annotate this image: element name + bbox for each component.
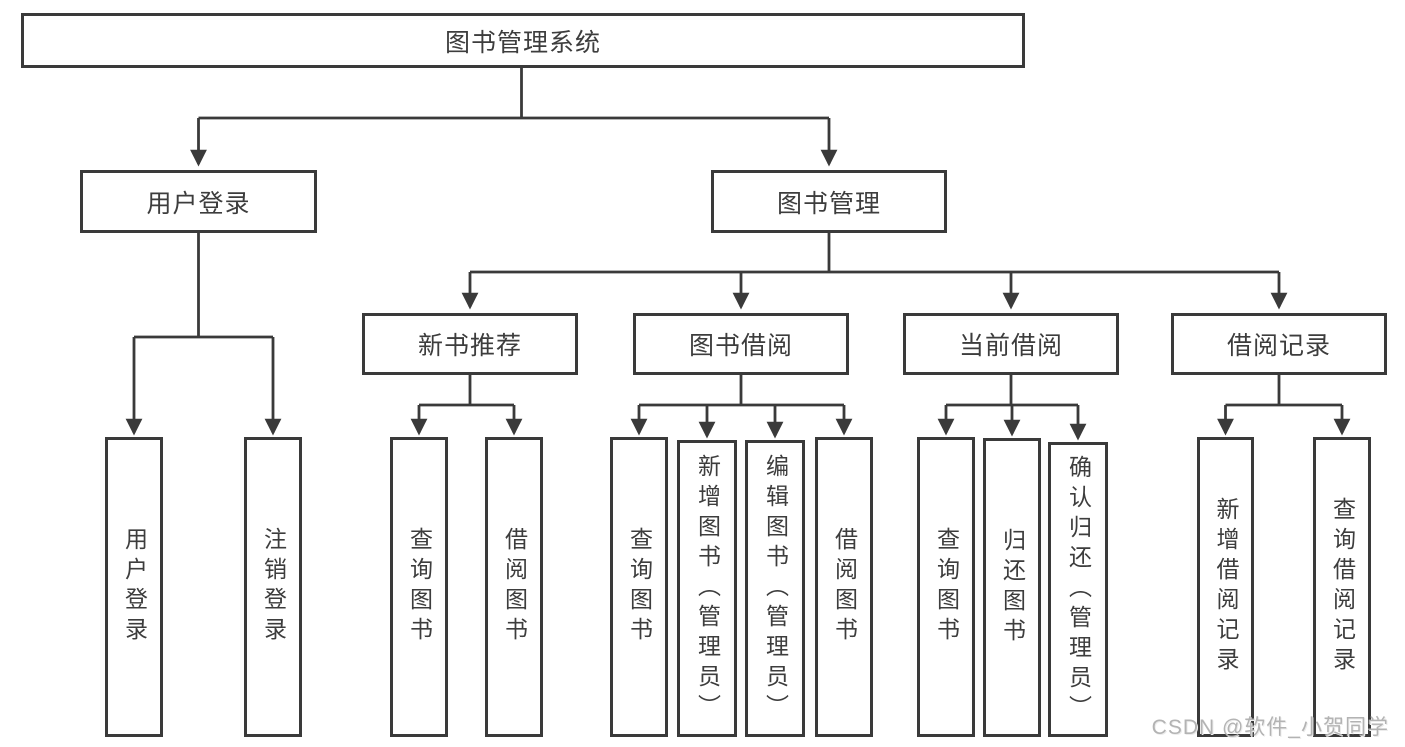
leaf-label: 编辑图书（管理员） — [762, 453, 789, 724]
node-label: 当前借阅 — [958, 332, 1063, 360]
leaf-label: 借阅图书 — [831, 527, 858, 647]
leaf-label: 新增借阅记录 — [1213, 497, 1239, 677]
connector-path — [134, 68, 1342, 407]
leaf-label: 查询图书 — [406, 527, 433, 647]
leaf-label: 注销登录 — [260, 527, 287, 647]
leaf-recommend-query-books: 查询图书 — [390, 437, 448, 737]
leaf-current-confirm-return-admin: 确认归还（管理员） — [1048, 442, 1108, 737]
node-book-borrowing: 图书借阅 — [633, 313, 849, 375]
leaf-borrowing-query-books: 查询图书 — [610, 437, 668, 737]
leaf-user-login: 用户登录 — [105, 437, 163, 737]
leaf-label: 归还图书 — [999, 527, 1026, 648]
leaf-label: 新增图书（管理员） — [694, 453, 721, 724]
leaf-borrowing-add-books-admin: 新增图书（管理员） — [677, 440, 737, 737]
csdn-watermark: CSDN @软件_小贺同学 — [1151, 716, 1389, 739]
node-label: 借阅记录 — [1226, 332, 1331, 360]
node-library-management-system: 图书管理系统 — [21, 13, 1025, 68]
leaf-current-return-books: 归还图书 — [983, 438, 1041, 737]
leaf-label: 查询图书 — [626, 527, 653, 647]
node-label: 图书管理系统 — [444, 28, 601, 57]
node-borrowing-records: 借阅记录 — [1171, 313, 1387, 375]
leaf-records-add-borrow-record: 新增借阅记录 — [1197, 437, 1254, 737]
leaf-recommend-borrow-books: 借阅图书 — [485, 437, 543, 737]
leaf-label: 查询借阅记录 — [1329, 497, 1356, 677]
node-current-borrowing: 当前借阅 — [903, 313, 1119, 375]
leaf-records-query-borrow-record: 查询借阅记录 — [1313, 437, 1371, 737]
node-book-management: 图书管理 — [711, 170, 947, 233]
leaf-borrowing-edit-books-admin: 编辑图书（管理员） — [745, 440, 805, 737]
node-new-book-recommend: 新书推荐 — [362, 313, 578, 375]
leaf-label: 确认归还（管理员） — [1065, 454, 1092, 725]
leaf-label: 查询图书 — [933, 527, 960, 647]
node-label: 图书借阅 — [688, 332, 793, 360]
leaf-current-query-books: 查询图书 — [917, 437, 975, 737]
node-label: 图书管理 — [776, 189, 881, 218]
node-label: 新书推荐 — [417, 332, 522, 360]
leaf-label: 借阅图书 — [501, 527, 528, 647]
node-label: 用户登录 — [146, 189, 251, 218]
node-user-login: 用户登录 — [80, 170, 317, 233]
leaf-logout-login: 注销登录 — [244, 437, 302, 737]
leaf-label: 用户登录 — [121, 527, 148, 647]
leaf-borrowing-borrow-books: 借阅图书 — [815, 437, 873, 737]
